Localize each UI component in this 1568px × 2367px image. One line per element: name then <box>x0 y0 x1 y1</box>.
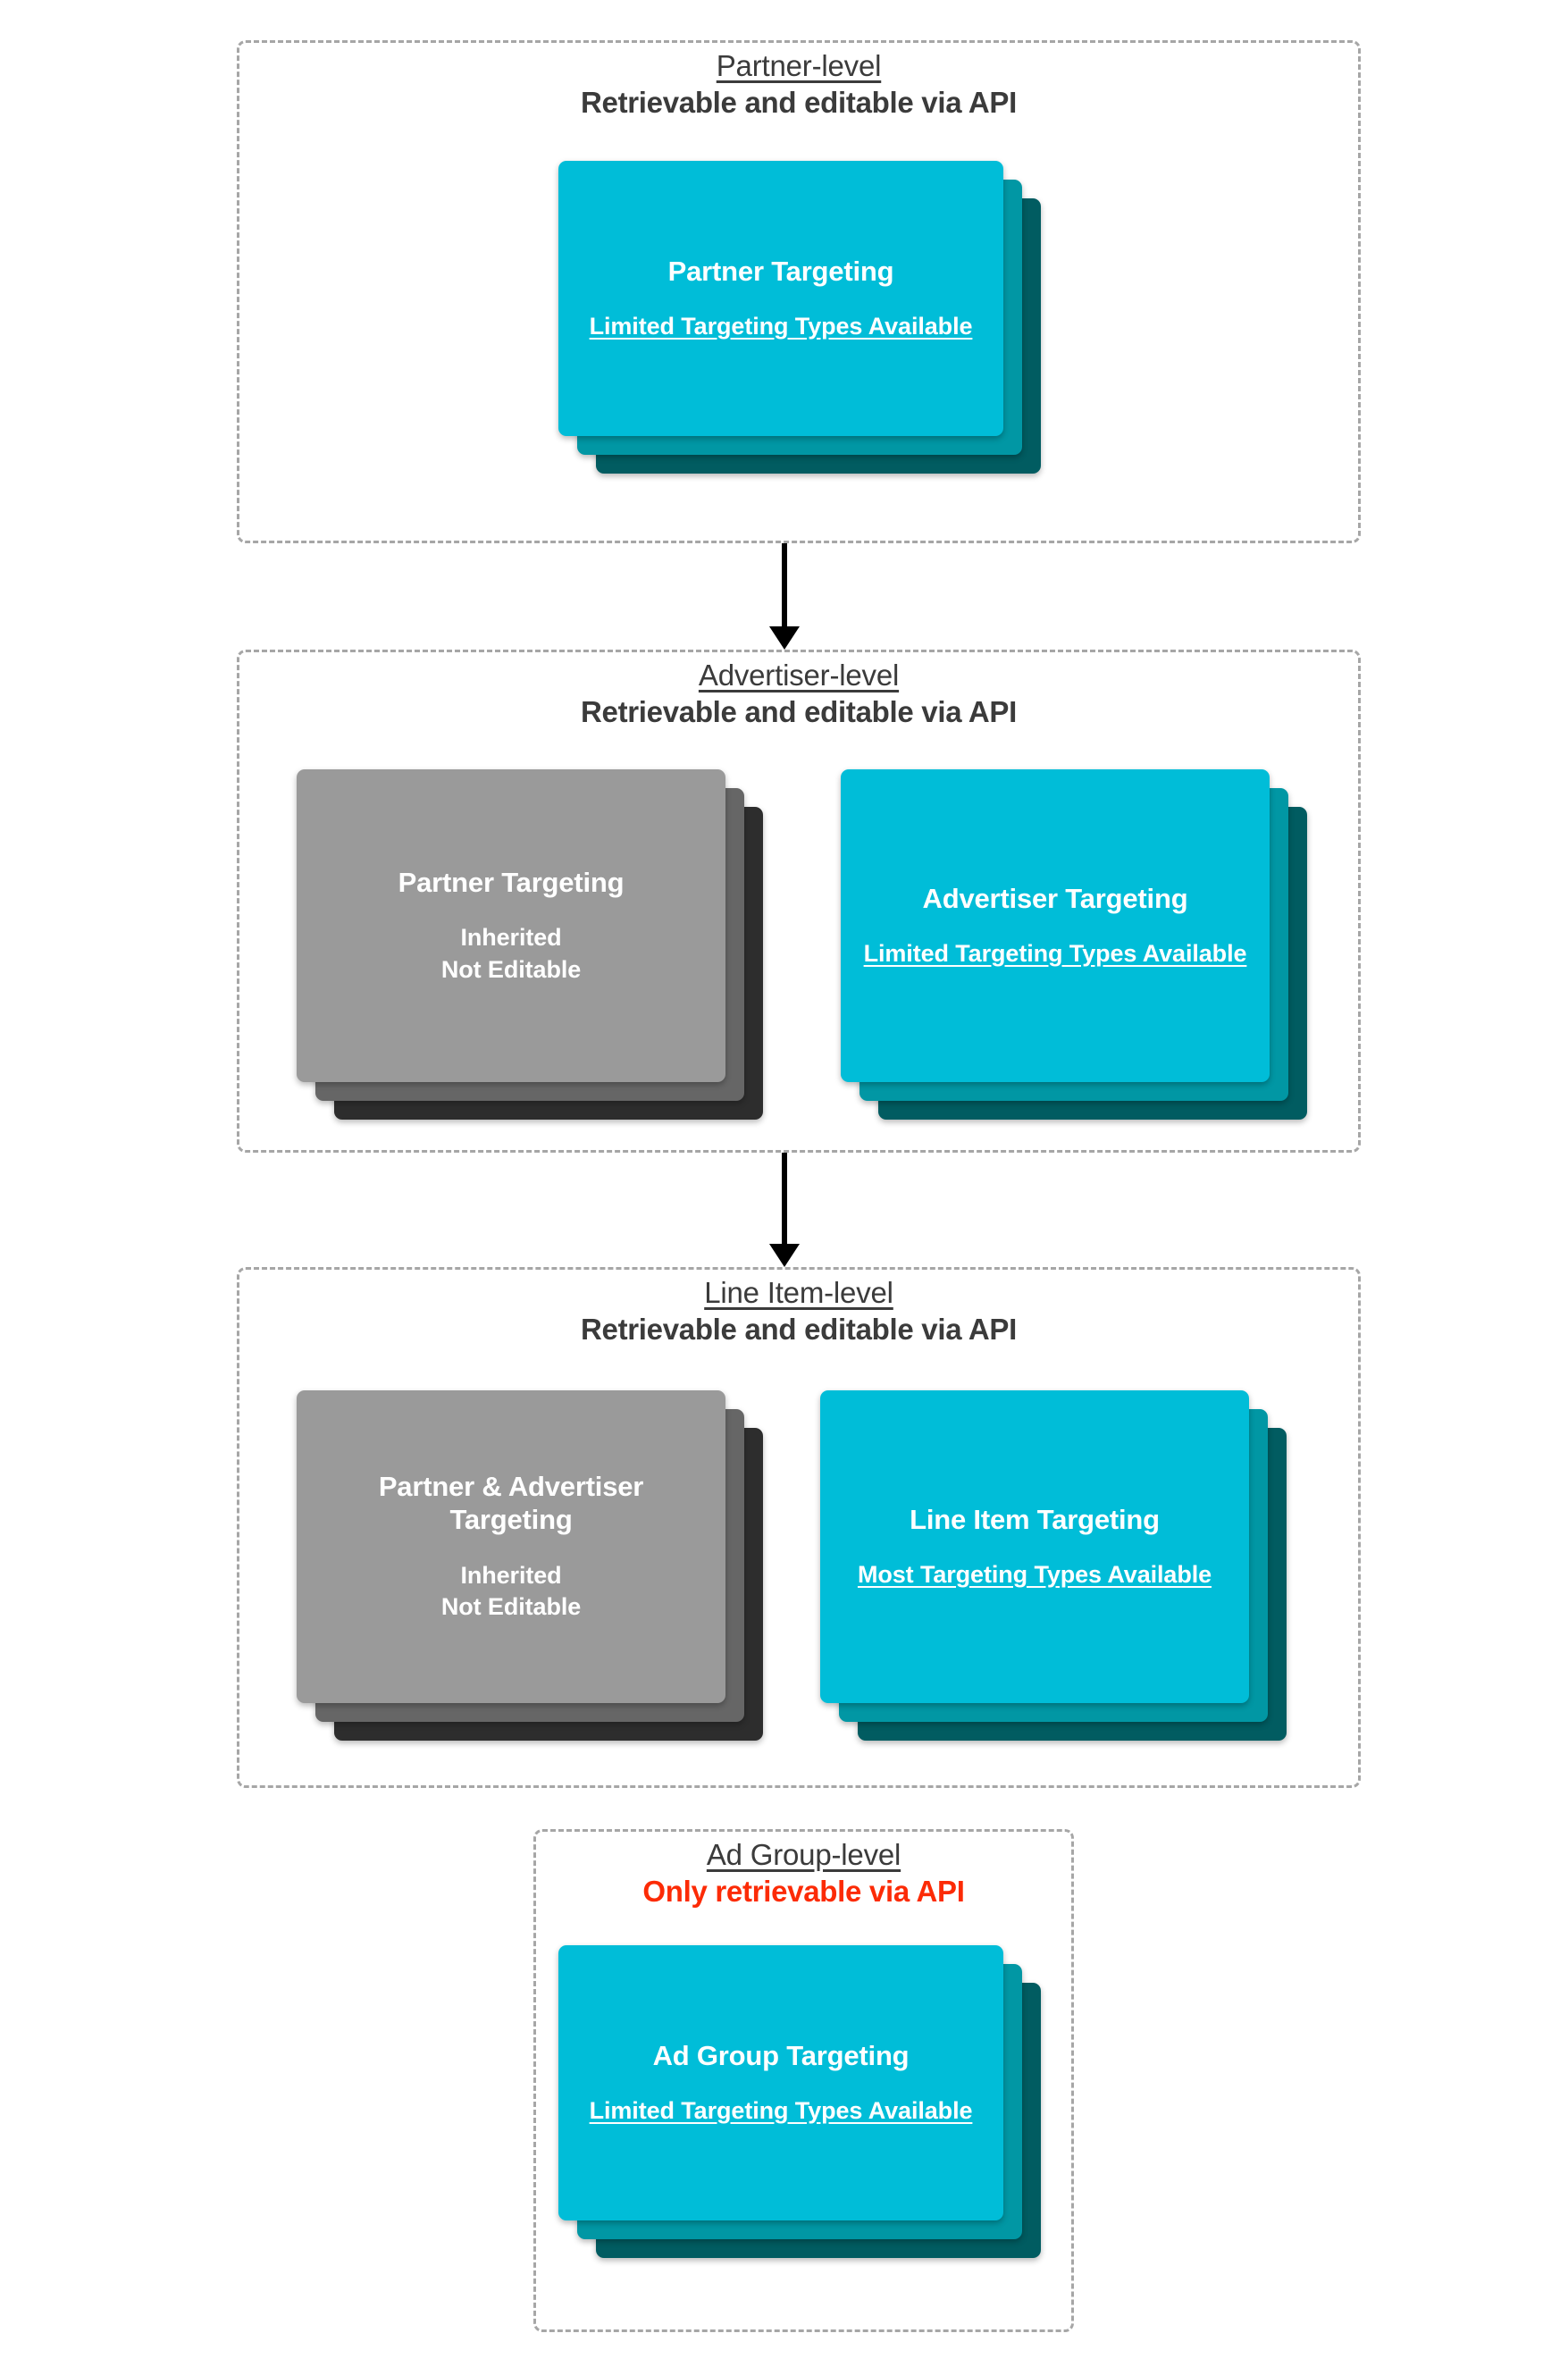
arrow-shaft <box>782 543 787 628</box>
card-stack-advertiser-targeting[interactable]: Advertiser Targeting Limited Targeting T… <box>841 769 1307 1120</box>
connector-advertiser-to-line-item <box>769 1153 800 1267</box>
level-box-line-item <box>237 1267 1361 1788</box>
arrow-shaft <box>782 1153 787 1246</box>
level-box-advertiser <box>237 650 1361 1153</box>
arrow-head <box>769 626 800 650</box>
card-title: Partner Targeting <box>398 866 625 898</box>
level-box-partner <box>237 40 1361 543</box>
card-title: Partner Targeting <box>667 255 894 287</box>
card-stack-line-item-targeting[interactable]: Line Item Targeting Most Targeting Types… <box>820 1390 1287 1741</box>
card-note: Limited Targeting Types Available <box>863 939 1247 967</box>
card-layer-front[interactable]: Ad Group Targeting Limited Targeting Typ… <box>558 1945 1003 2220</box>
card-layer-front[interactable]: Advertiser Targeting Limited Targeting T… <box>841 769 1270 1082</box>
card-note: Inherited Not Editable <box>440 923 582 983</box>
card-title: Line Item Targeting <box>910 1503 1160 1535</box>
card-note: Limited Targeting Types Available <box>589 2096 973 2124</box>
card-layer-front[interactable]: Line Item Targeting Most Targeting Types… <box>820 1390 1249 1703</box>
card-title: Ad Group Targeting <box>652 2039 910 2071</box>
connector-partner-to-advertiser <box>769 543 800 650</box>
card-stack-partner-targeting[interactable]: Partner Targeting Limited Targeting Type… <box>558 161 1041 474</box>
card-layer-front[interactable]: Partner & Advertiser Targeting Inherited… <box>297 1390 725 1703</box>
card-layer-front[interactable]: Partner Targeting Limited Targeting Type… <box>558 161 1003 436</box>
card-note: Inherited Not Editable <box>440 1561 582 1621</box>
card-note: Most Targeting Types Available <box>857 1560 1212 1588</box>
card-stack-line-item-inherited[interactable]: Partner & Advertiser Targeting Inherited… <box>297 1390 763 1741</box>
arrow-head <box>769 1244 800 1267</box>
card-layer-front[interactable]: Partner Targeting Inherited Not Editable <box>297 769 725 1082</box>
card-stack-ad-group-targeting[interactable]: Ad Group Targeting Limited Targeting Typ… <box>558 1945 1041 2258</box>
level-box-ad-group <box>533 1829 1074 2332</box>
card-note: Limited Targeting Types Available <box>589 312 973 340</box>
card-title: Partner & Advertiser Targeting <box>378 1471 644 1536</box>
card-stack-advertiser-inherited-partner[interactable]: Partner Targeting Inherited Not Editable <box>297 769 763 1120</box>
card-title: Advertiser Targeting <box>922 882 1188 914</box>
